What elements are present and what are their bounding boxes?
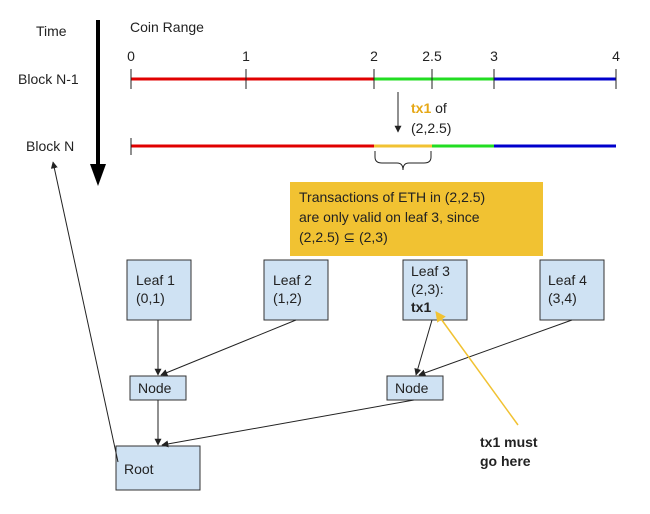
callout-line-2: go here	[480, 453, 531, 469]
node-left-label: Node	[138, 380, 172, 396]
node-right-label: Node	[395, 380, 429, 396]
leaf-4-name: Leaf 4	[548, 272, 587, 288]
edge-leaf3-to-node	[414, 319, 433, 376]
leaf-3-name: Leaf 3	[411, 263, 450, 279]
tx-annotation-of: of	[431, 100, 447, 116]
tick-label-3: 3	[490, 48, 498, 64]
block-n-label: Block N	[26, 138, 74, 154]
leaf-1-name: Leaf 1	[136, 272, 175, 288]
note-line-3: (2,2.5) ⊆ (2,3)	[299, 229, 388, 245]
edge-leaf2-to-node	[160, 319, 297, 376]
edge-root-to-block-n	[50, 161, 119, 463]
block-n-minus-1-label: Block N-1	[18, 71, 79, 87]
leaf-4-range: (3,4)	[548, 290, 577, 306]
tick-label-1: 1	[242, 48, 250, 64]
tick-label-4: 4	[612, 48, 620, 64]
tick-label-2: 2	[370, 48, 378, 64]
range-brace	[374, 151, 432, 171]
node-left-box	[129, 375, 187, 401]
leaf-3-tx: tx1	[411, 299, 431, 315]
note-line-2: are only valid on leaf 3, since	[299, 209, 480, 225]
leaf-4-box	[539, 259, 605, 321]
edge-leaf4-to-node	[418, 319, 573, 377]
explanation-note	[290, 182, 543, 256]
leaf-1-box	[126, 259, 192, 321]
time-arrow-head	[90, 164, 106, 186]
node-right-box	[386, 375, 444, 401]
leaf-2-box	[263, 259, 329, 321]
note-line-1: Transactions of ETH in (2,2.5)	[299, 189, 485, 205]
tx-annotation-range: (2,2.5)	[411, 120, 451, 136]
time-header: Time	[36, 23, 67, 39]
root-label: Root	[124, 461, 154, 477]
tick-label-2-5: 2.5	[422, 48, 442, 64]
edge-node-right-to-root	[161, 399, 415, 448]
root-box	[115, 445, 201, 491]
coin-range-header: Coin Range	[130, 19, 204, 35]
callout-line-1: tx1 must	[480, 434, 538, 450]
leaf-2-name: Leaf 2	[273, 272, 312, 288]
tx-annotation-tx: tx1	[411, 100, 431, 116]
leaf-3-range: (2,3):	[411, 281, 444, 297]
tick-label-0: 0	[127, 48, 135, 64]
leaf-1-range: (0,1)	[136, 290, 165, 306]
callout-arrow	[435, 311, 519, 426]
tx-annotation: tx1 of	[411, 100, 447, 116]
leaf-3-box	[402, 259, 468, 321]
leaf-2-range: (1,2)	[273, 290, 302, 306]
block-n-minus-1-ticks	[130, 69, 617, 89]
